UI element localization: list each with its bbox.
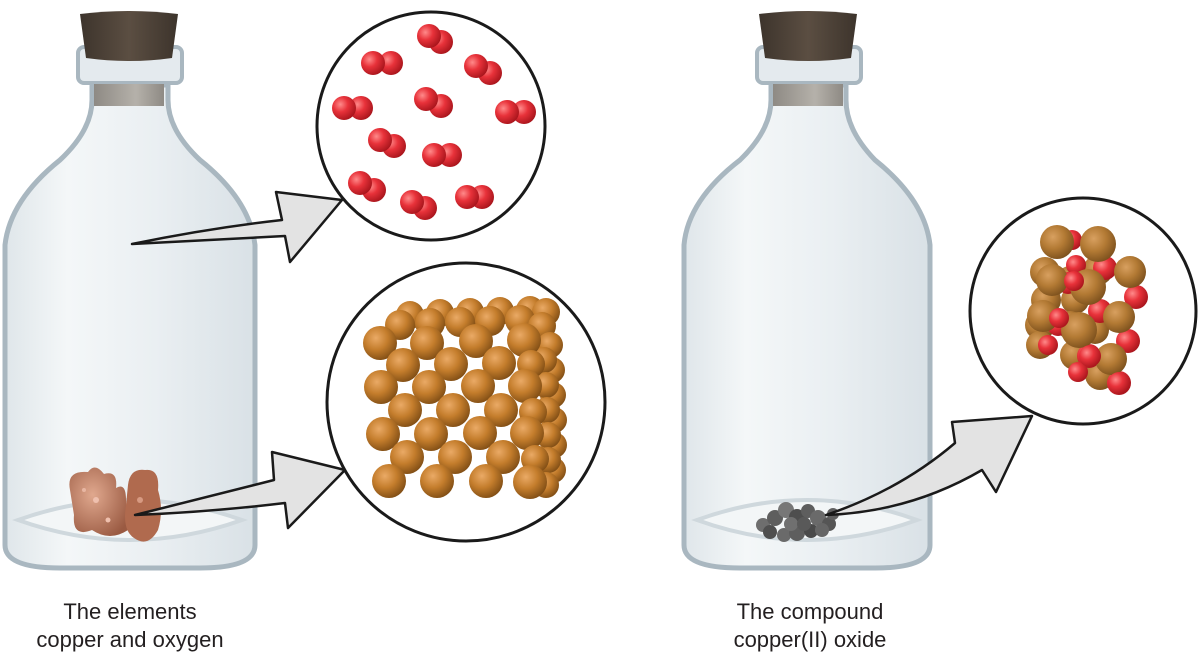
left-caption: The elements copper and oxygen [10,598,250,654]
bottle-glass [681,82,933,571]
right-caption-line2: copper(II) oxide [733,627,887,652]
arrow-to-copper-icon [133,450,347,530]
arrow-to-oxygen-icon [130,190,344,264]
copper-oxide-cluster-icon [1025,225,1148,395]
stopper-icon [80,11,178,61]
copper-lattice-callout [325,261,607,543]
arrow-to-copper-oxide-icon [824,414,1034,517]
oxygen-molecule-icon [332,24,536,220]
oxygen-molecules-callout [315,10,547,242]
copper-sample [69,467,161,542]
right-caption: The compound copper(II) oxide [690,598,930,654]
copper-lattice-icon [363,296,567,499]
copper-oxide-callout [968,196,1198,426]
stopper-icon [759,11,857,61]
left-bottle [2,11,258,571]
left-caption-line2: copper and oxygen [36,627,224,652]
stopper-plug [773,84,843,106]
right-caption-line1: The compound [736,599,884,624]
bottle-glass [2,82,258,571]
left-caption-line1: The elements [63,599,197,624]
stopper-plug [94,84,164,106]
